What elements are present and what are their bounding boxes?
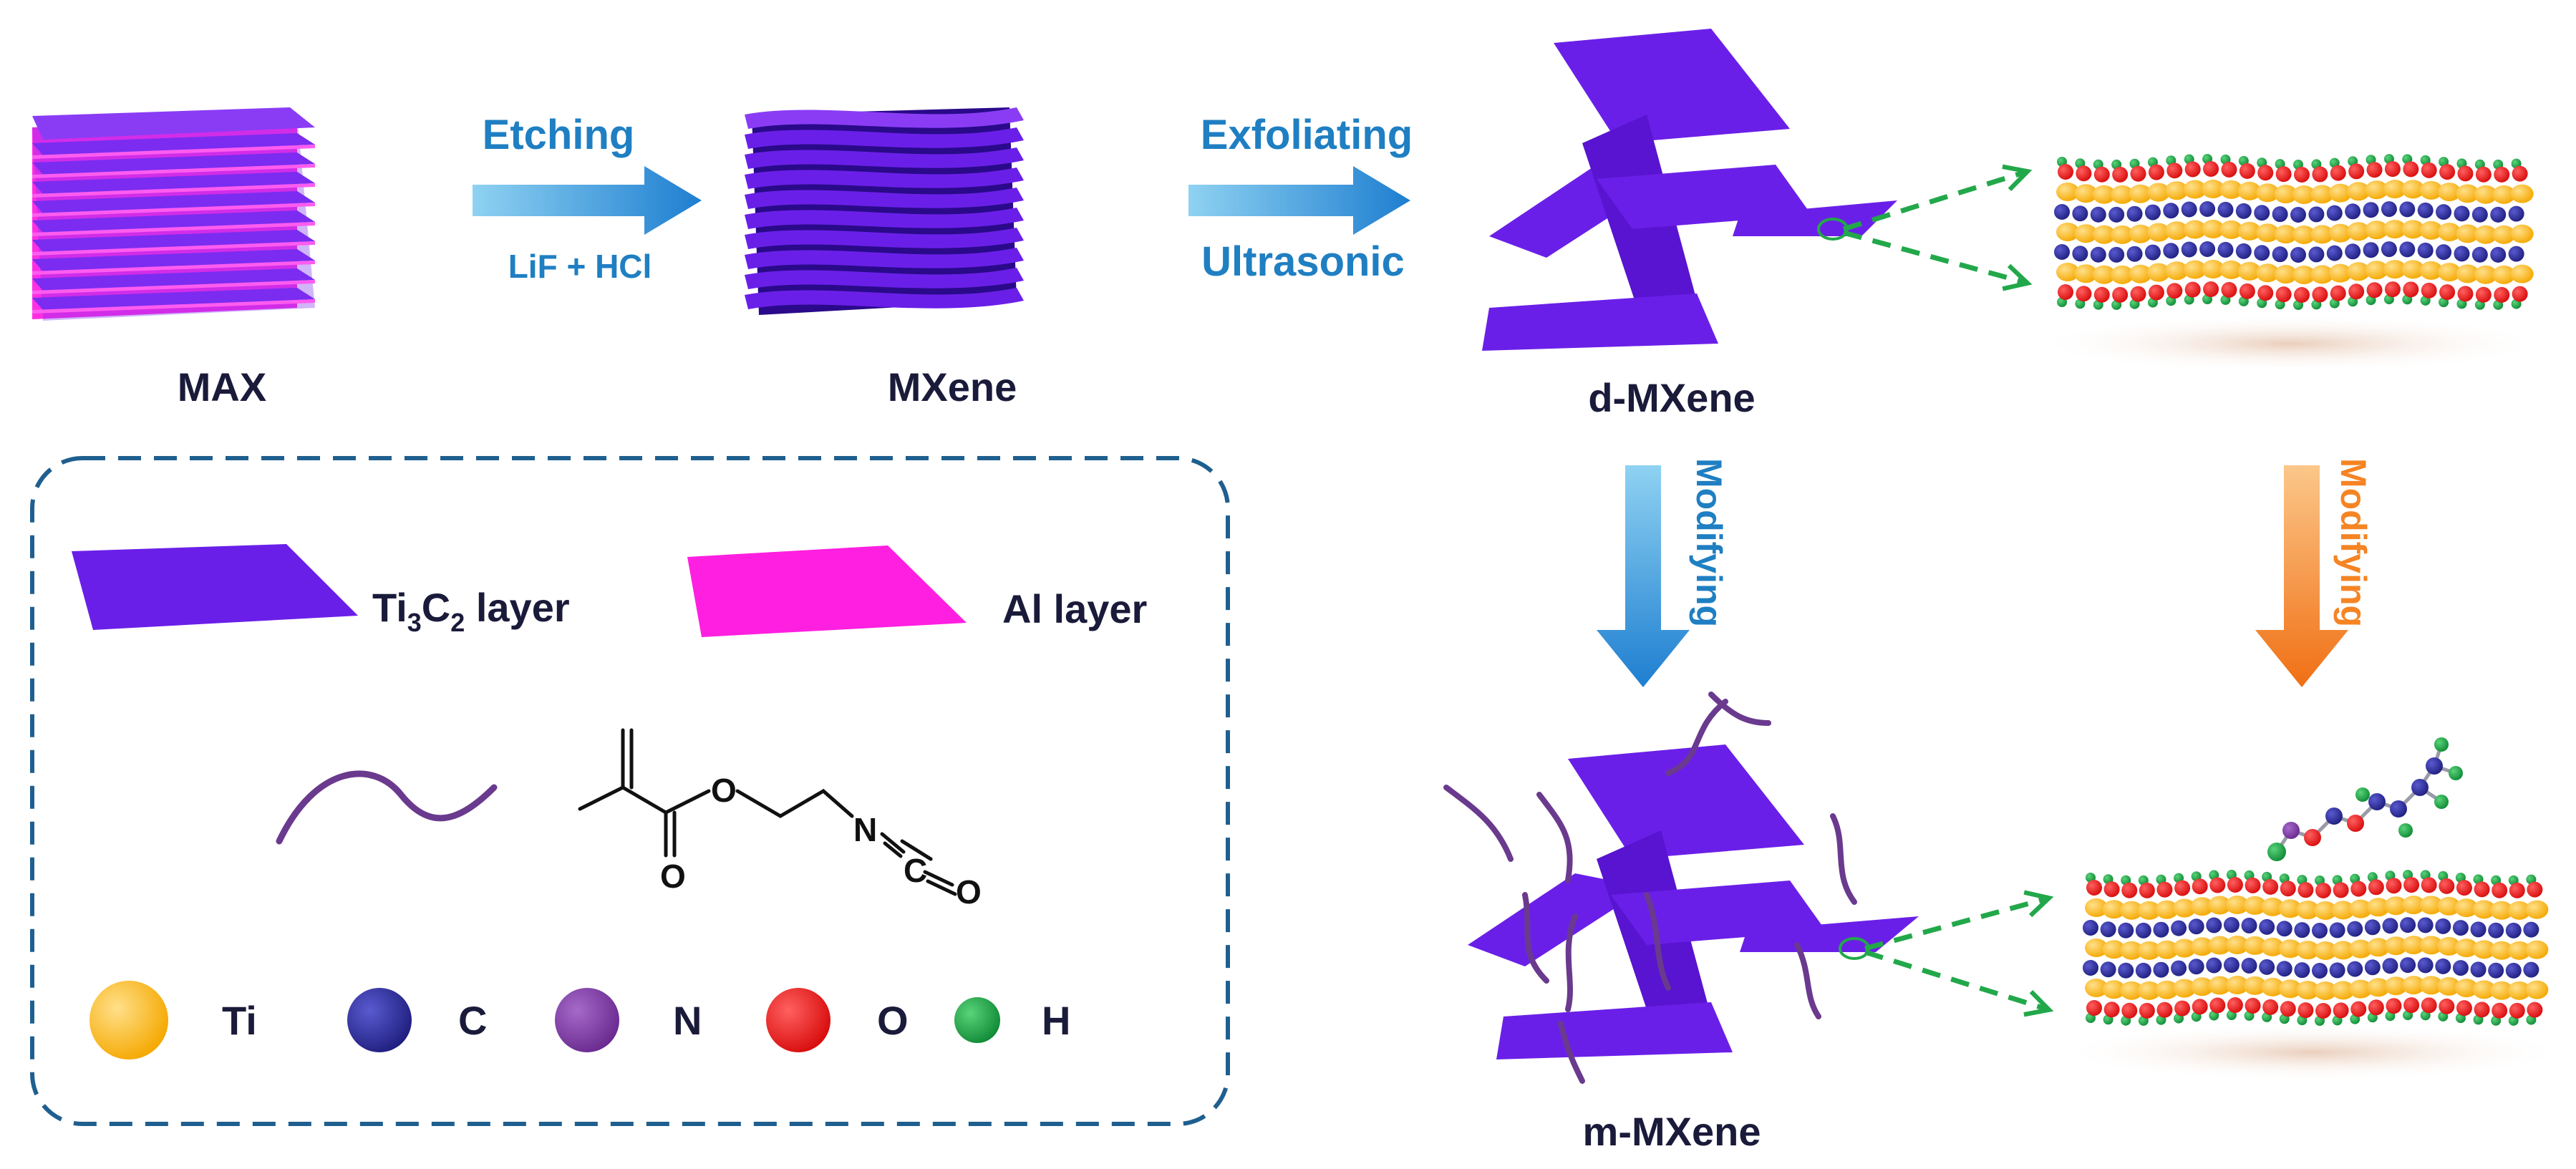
- zoom-arrows-top: [1842, 172, 2026, 283]
- zoom-arrows-bottom: [1864, 898, 2048, 1009]
- max-label: MAX: [178, 364, 266, 409]
- crystal-slab-bottom: [2055, 870, 2570, 1081]
- modifying-arrow-left: [1597, 465, 1690, 687]
- atom-o-icon: [766, 988, 831, 1052]
- legend-atoms: Ti C N O H: [89, 981, 1070, 1059]
- atom-ti-label: Ti: [222, 998, 257, 1043]
- mxene-label: MXene: [888, 364, 1017, 409]
- molecule-oxygen-carbonyl: O: [660, 858, 686, 895]
- modifying-label-left: Modifying: [1689, 458, 1729, 627]
- ti3c2-layer-label: Ti3C2 layer: [372, 585, 570, 637]
- atom-o-label: O: [877, 998, 909, 1043]
- legend-ipem-molecule: O O N C O: [578, 728, 982, 911]
- modifying-label-right: Modifying: [2333, 458, 2373, 627]
- legend-ti3c2-layer: Ti3C2 layer: [72, 544, 570, 637]
- exfoliating-label: Exfoliating: [1201, 112, 1413, 158]
- polymer-chain-icon: [276, 770, 498, 845]
- atom-c-icon: [347, 988, 412, 1052]
- al-layer-label: Al layer: [1002, 586, 1147, 631]
- m-mxene-label: m-MXene: [1583, 1109, 1761, 1154]
- etching-label: Etching: [483, 112, 635, 158]
- atom-n-icon: [555, 988, 619, 1052]
- atom-h-label: H: [1042, 998, 1070, 1043]
- max-stack: [32, 107, 315, 321]
- molecule-nitrogen: N: [853, 811, 877, 848]
- atom-n-label: N: [673, 998, 702, 1043]
- ultrasonic-label: Ultrasonic: [1201, 238, 1405, 285]
- al-layer-swatch: [687, 545, 967, 637]
- exfoliating-arrow: [1188, 166, 1410, 235]
- ti3c2-layer-swatch: [72, 544, 358, 630]
- molecule-carbon-iso: C: [904, 852, 927, 889]
- modifying-arrow-right: [2255, 465, 2348, 687]
- crystal-slab-top: [2033, 154, 2549, 372]
- atom-h-icon: [954, 997, 1000, 1043]
- lif-hcl-label: LiF + HCl: [508, 248, 652, 285]
- mxene-stack: [745, 107, 1024, 315]
- m-mxene-flakes: [1443, 692, 1919, 1084]
- d-mxene-flakes: [1482, 29, 1897, 351]
- molecule-oxygen-ester: O: [711, 772, 737, 809]
- surface-molecule: [2267, 737, 2463, 861]
- legend-polymer-chain: [276, 770, 498, 845]
- molecule-oxygen-iso: O: [956, 873, 982, 911]
- d-mxene-label: d-MXene: [1588, 375, 1755, 420]
- etching-arrow: [473, 166, 702, 235]
- legend-al-layer: Al layer: [687, 545, 1147, 637]
- legend-box: [30, 456, 1230, 1126]
- atom-ti-icon: [89, 981, 168, 1059]
- atom-c-label: C: [458, 998, 487, 1043]
